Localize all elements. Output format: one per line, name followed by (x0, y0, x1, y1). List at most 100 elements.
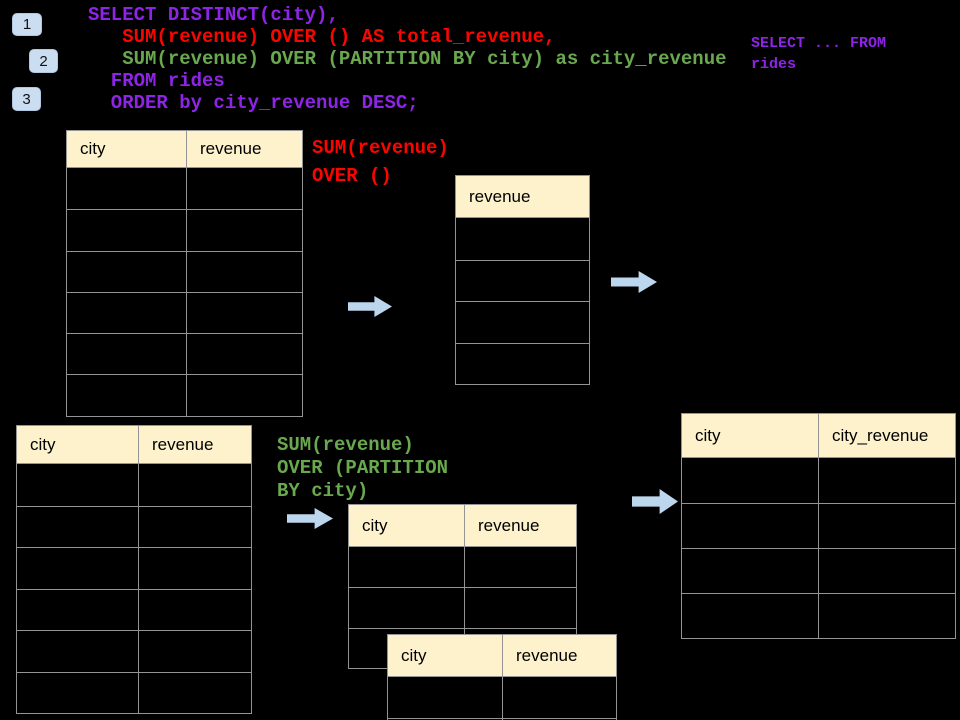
column-header-revenue: revenue (138, 426, 251, 463)
table-row (67, 250, 302, 292)
table-cell (349, 588, 464, 627)
right-arrow-icon (348, 296, 392, 317)
side-note-line: rides (751, 56, 797, 73)
table-body (682, 458, 955, 638)
table-row (17, 671, 251, 714)
label-line: SUM(revenue) (277, 434, 414, 456)
column-header-city-revenue: city_revenue (818, 414, 955, 457)
label-line: OVER (PARTITION (277, 457, 449, 479)
table-cell (682, 594, 818, 638)
table-body (17, 464, 251, 713)
table-cell (17, 507, 138, 548)
table-row (682, 593, 955, 638)
table-cell (17, 548, 138, 589)
step-badge-2: 2 (29, 49, 58, 73)
table-source-top: city revenue (66, 130, 303, 417)
sql-line-order-by: ORDER by city_revenue DESC; (88, 92, 419, 114)
table-row (456, 218, 589, 260)
table-cell (456, 218, 589, 260)
column-header-city: city (401, 645, 427, 665)
table-cell (17, 631, 138, 672)
table-cell (67, 168, 186, 209)
column-header-revenue: revenue (502, 635, 616, 676)
table-row (67, 291, 302, 334)
table-cell (456, 261, 589, 302)
table-row (67, 168, 302, 210)
step-badge-1: 1 (12, 13, 42, 36)
table-cell (138, 589, 251, 630)
table-cell (818, 549, 955, 593)
table-cell (682, 504, 818, 548)
table-cell (17, 464, 138, 506)
label-line: OVER () (312, 165, 392, 187)
table-cell (138, 631, 251, 672)
label-partition-revenue: SUM(revenue) OVER (PARTITION BY city) (277, 434, 448, 503)
sql-line-from: FROM rides (88, 70, 225, 92)
table-cell (17, 590, 138, 631)
table-row (456, 342, 589, 385)
table-result: city city_revenue (681, 413, 956, 639)
table-cell (464, 588, 576, 628)
label-line: SUM(revenue) (312, 137, 449, 159)
table-cell (186, 292, 302, 334)
table-cell (138, 548, 251, 589)
table-cell (349, 547, 464, 587)
sql-line-select: SELECT DISTINCT(city), (88, 4, 339, 26)
table-row (67, 209, 302, 251)
table-row (17, 630, 251, 672)
table-row (67, 333, 302, 375)
step-badge-3: 3 (12, 87, 41, 111)
table-cell (456, 302, 589, 343)
table-cell (818, 458, 955, 503)
table-cell (818, 594, 955, 638)
table-row (682, 458, 955, 503)
column-header-revenue: revenue (186, 131, 302, 167)
table-row (17, 464, 251, 506)
column-header-city: city (695, 425, 721, 445)
table-header-row: revenue (456, 176, 589, 218)
label-total-revenue: SUM(revenue) OVER () (312, 134, 449, 190)
table-total-revenue: revenue (455, 175, 590, 385)
table-cell (67, 210, 186, 250)
table-body (456, 218, 589, 384)
table-cell (67, 252, 186, 292)
table-row (456, 301, 589, 343)
table-cell (186, 375, 302, 416)
table-cell (67, 334, 186, 374)
table-row (388, 677, 616, 718)
table-body (67, 168, 302, 416)
table-cell (186, 334, 302, 375)
table-body (388, 677, 616, 720)
table-cell (67, 375, 186, 415)
sql-line-city-revenue: SUM(revenue) OVER (PARTITION BY city) as… (88, 48, 727, 70)
table-cell (67, 293, 186, 333)
right-arrow-icon (611, 271, 657, 293)
table-cell (464, 547, 576, 588)
table-cell (186, 251, 302, 292)
column-header-city: city (30, 434, 56, 454)
right-arrow-icon (287, 508, 333, 529)
table-cell (138, 464, 251, 506)
table-cell (17, 673, 138, 714)
column-header-city: city (362, 515, 388, 535)
table-row (682, 503, 955, 548)
table-row (349, 547, 576, 588)
table-row (17, 505, 251, 548)
table-header-row: city city_revenue (682, 414, 955, 458)
table-cell (682, 458, 818, 503)
table-cell (388, 677, 502, 718)
table-partition-mid: city revenue (348, 504, 577, 669)
table-cell (138, 506, 251, 547)
column-header-revenue: revenue (464, 505, 576, 546)
table-cell (818, 504, 955, 548)
table-row (682, 548, 955, 593)
table-source-bottom: city revenue (16, 425, 252, 714)
column-header-revenue: revenue (469, 186, 531, 206)
table-partition-overlay: city revenue (387, 634, 617, 720)
table-row (456, 259, 589, 302)
sql-line-total-revenue: SUM(revenue) OVER () AS total_revenue, (88, 26, 556, 48)
table-row (349, 587, 576, 628)
table-header-row: city revenue (349, 505, 576, 547)
table-cell (186, 168, 302, 210)
